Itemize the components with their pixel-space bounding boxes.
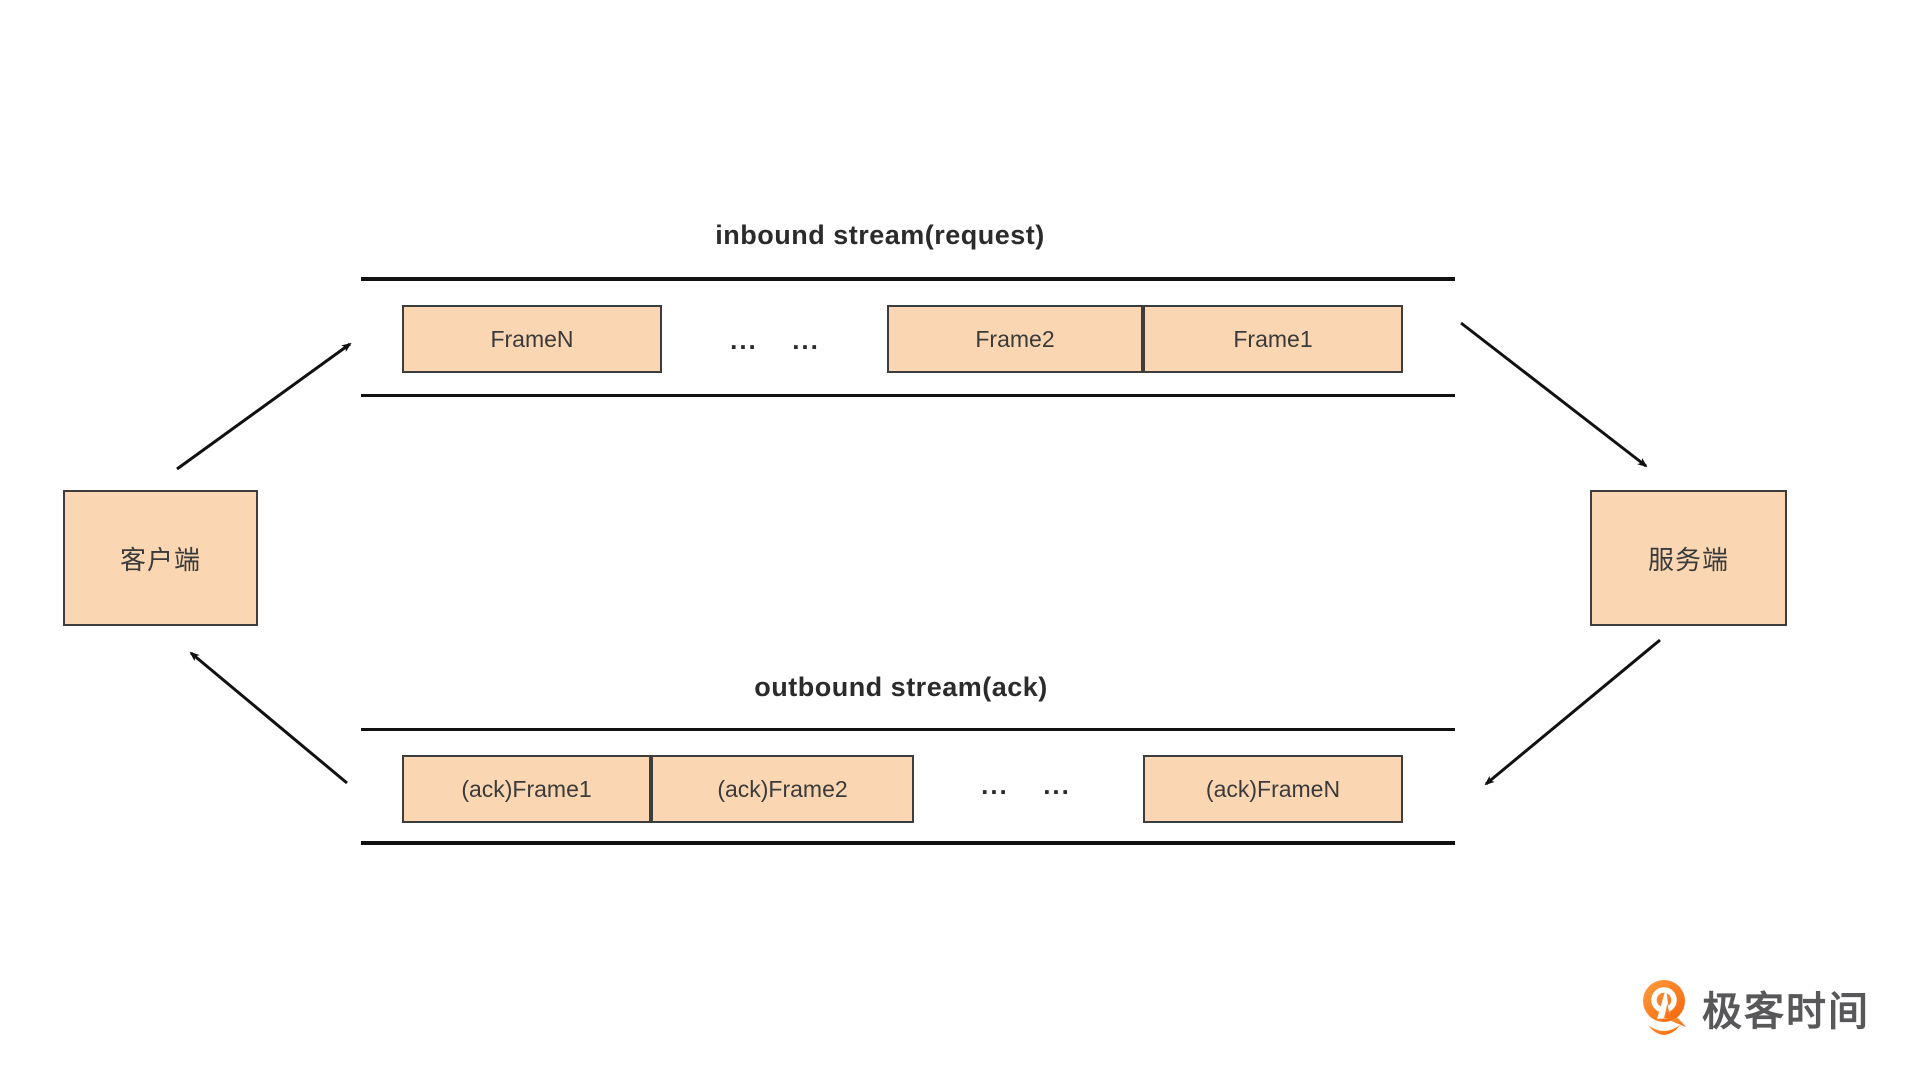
frame-label: Frame1 xyxy=(1233,325,1313,352)
client-node: 客户端 xyxy=(63,490,258,626)
outbound-stream-top-rail xyxy=(361,728,1455,731)
frame-label: (ack)Frame2 xyxy=(717,775,848,802)
geektime-logo: 极客时间 xyxy=(1640,978,1870,1038)
inbound-stream-title: inbound stream(request) xyxy=(715,220,1045,250)
frame-label: FrameN xyxy=(490,325,574,352)
frame-box-frameN: FrameN xyxy=(402,305,662,373)
frame-box-ack-frame2: (ack)Frame2 xyxy=(651,755,914,823)
outbound-stream-bottom-rail xyxy=(361,841,1455,845)
outbound-ellipsis: ... ... xyxy=(981,770,1071,800)
arrow-server-to-outbound xyxy=(1484,638,1661,786)
client-node-label: 客户端 xyxy=(119,544,201,575)
frame-label: Frame2 xyxy=(975,325,1055,352)
geektime-pin-icon xyxy=(1643,980,1686,1035)
frame-box-frame2: Frame2 xyxy=(887,305,1143,373)
server-node: 服务端 xyxy=(1590,490,1787,626)
arrow-outbound-to-client xyxy=(189,651,348,785)
arrow-inbound-to-server xyxy=(1460,321,1648,468)
inbound-stream-bottom-rail xyxy=(361,394,1455,397)
frame-box-ack-frame1: (ack)Frame1 xyxy=(402,755,651,823)
inbound-stream-top-rail xyxy=(361,277,1455,281)
frame-box-frame1: Frame1 xyxy=(1143,305,1403,373)
frame-label: (ack)Frame1 xyxy=(461,775,592,802)
frame-box-ack-frameN: (ack)FrameN xyxy=(1143,755,1403,823)
geektime-logo-text: 极客时间 xyxy=(1702,990,1870,1034)
inbound-ellipsis: ... ... xyxy=(730,325,820,355)
outbound-stream-title: outbound stream(ack) xyxy=(754,672,1048,702)
arrow-client-to-inbound xyxy=(176,342,352,471)
server-node-label: 服务端 xyxy=(1647,544,1729,575)
frame-label: (ack)FrameN xyxy=(1205,775,1341,802)
